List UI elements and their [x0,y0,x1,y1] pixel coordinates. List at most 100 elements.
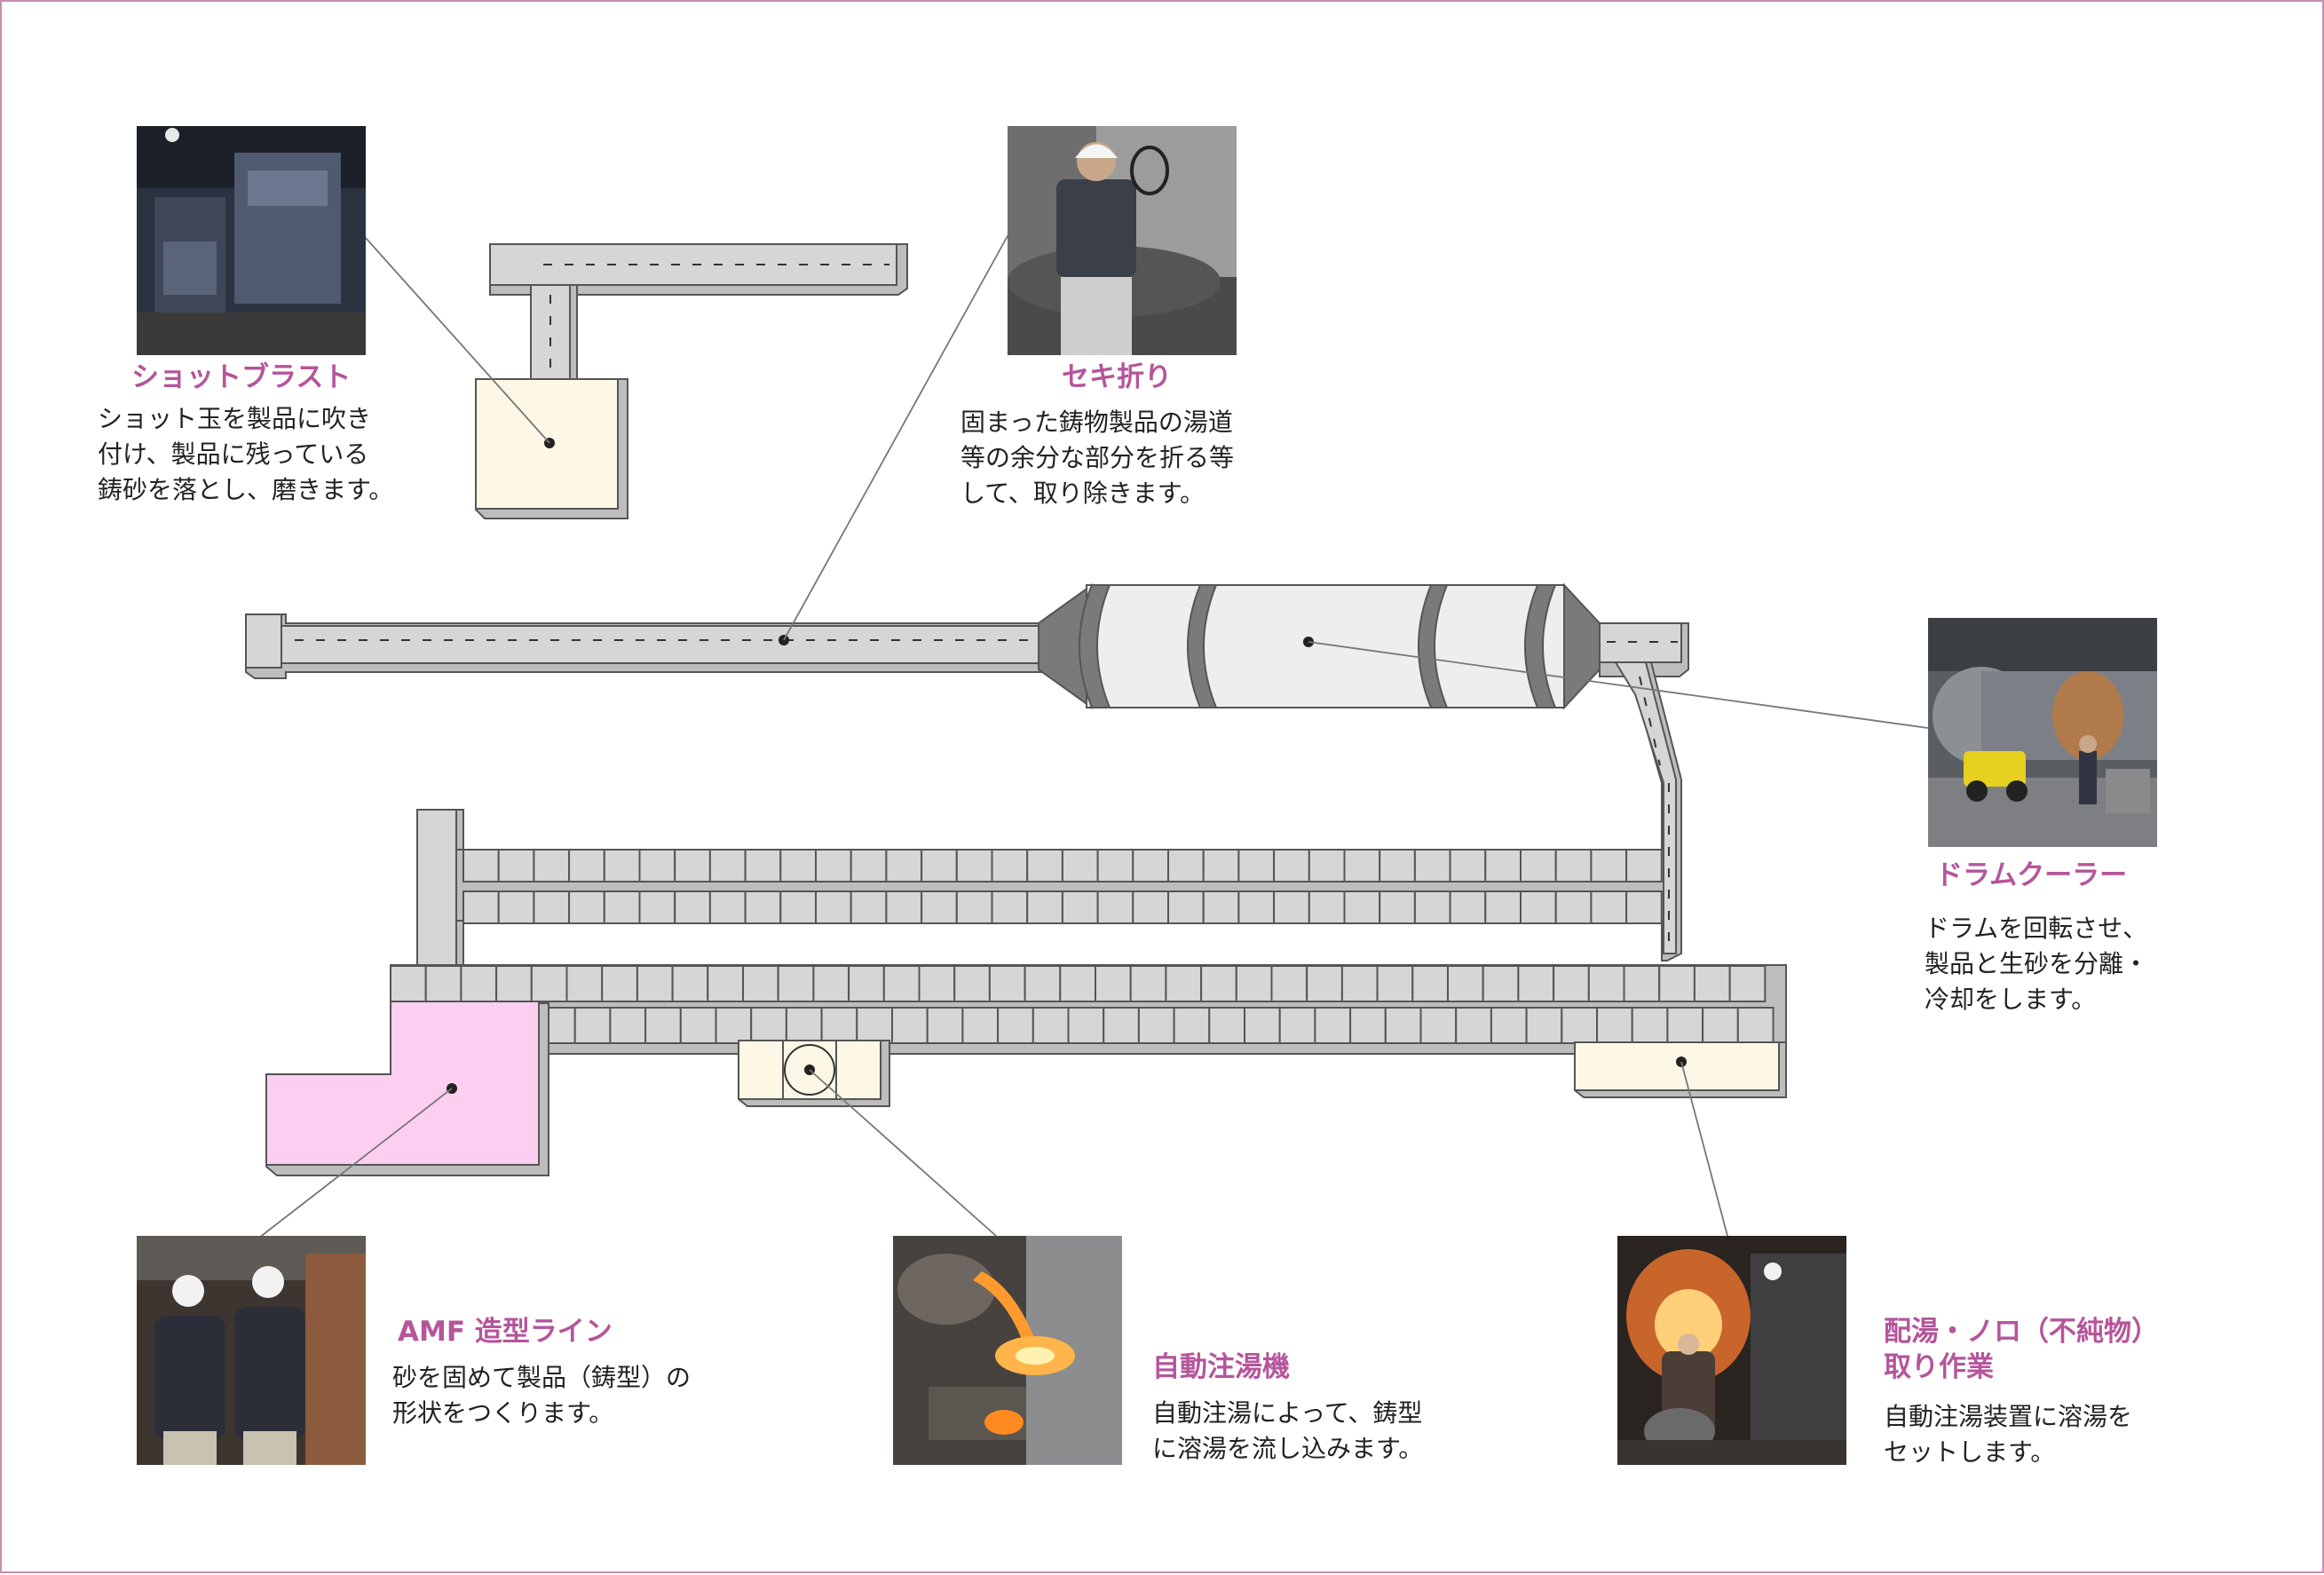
shot-blast-conveyor [489,243,908,390]
conveyor-segment [1384,1007,1422,1044]
conveyor-segment [1208,1007,1246,1044]
conveyor-segment [530,965,568,1002]
conveyor-segment [495,965,533,1002]
conveyor-segment [1237,890,1276,924]
ladle-title: 配湯・ノロ（不純物） 取り作業 [1884,1316,2159,1383]
conveyor-segment [1308,890,1346,924]
conveyor-segment [638,890,676,924]
conveyor-segment [1132,849,1170,882]
conveyor-segment [1596,1007,1633,1044]
conveyor-segment [1631,1007,1669,1044]
molding-line-rows [390,964,1787,1055]
molding-row-lower [539,1007,1775,1044]
conveyor-segment [1270,965,1308,1002]
conveyor-segment [1658,965,1696,1002]
conveyor-segment [1553,965,1590,1002]
conveyor-segment [1103,1007,1140,1044]
conveyor-segment [882,965,921,1002]
conveyor-segment [1024,965,1062,1002]
conveyor-segment [460,965,498,1002]
conveyor-segment [850,890,888,924]
conveyor-segment [497,890,535,924]
conveyor-segment [988,965,1026,1002]
conveyor-segment [708,849,747,882]
conveyor-segment [601,965,638,1002]
conveyor-segment [850,849,888,882]
conveyor-segment [1623,965,1661,1002]
conveyor-segment [1173,1007,1211,1044]
shot-blast-machine [475,378,628,519]
shot-blast-title: ショットブラスト [131,361,352,393]
conveyor-segment [671,965,709,1002]
conveyor-segment [991,890,1029,924]
conveyor-segment [953,965,991,1002]
drum-cooler-forklift-photo [1928,618,2157,847]
conveyor-segment [1061,849,1099,882]
conveyor-segment [707,965,744,1002]
conveyor-segment [815,890,852,924]
conveyor-segment [573,1007,612,1044]
conveyor-segment [1411,965,1450,1002]
conveyor-segment [1306,965,1343,1002]
conveyor-segment [390,965,427,1002]
conveyor-segment [1343,849,1381,882]
molding-line-workers-photo [137,1236,366,1465]
conveyor-segment [1061,890,1099,924]
conveyor-segment [1095,965,1132,1002]
conveyor-segment [1625,890,1663,924]
conveyor-segment [603,849,641,882]
conveyor-segment [1379,849,1416,882]
conveyor-segment [918,965,956,1002]
conveyor-segment [1625,849,1663,882]
cooling-row-lower [462,890,1663,924]
conveyor-segment [785,1007,823,1044]
amf-line-description: 砂を固めて製品（鋳型）の 形状をつくります。 [392,1363,692,1428]
seki-ori-description: 固まった鋳物製品の湯道 等の余分な部分を折る等 して、取り除きます。 [960,408,1235,508]
drum-cooler-title: ドラムクーラー [1935,859,2128,891]
conveyor-segment [1026,849,1063,882]
auto-pour-description: 自動注湯によって、鋳型 に溶湯を流し込みます。 [1152,1398,1424,1463]
conveyor-segment [750,1007,787,1044]
conveyor-segment [1490,1007,1528,1044]
conveyor-segment [1693,965,1731,1002]
conveyor-segment [856,1007,893,1044]
ladle-station [1574,1041,1787,1098]
conveyor-segment [848,965,885,1002]
conveyor-segment [1413,890,1451,924]
conveyor-segment [742,965,779,1002]
conveyor-segment [1273,849,1310,882]
conveyor-segment [1561,1007,1599,1044]
conveyor-segment [1026,890,1063,924]
conveyor-segment [708,890,747,924]
cooling-line-rows [416,809,1664,972]
conveyor-segment [533,890,571,924]
conveyor-segment [779,849,817,882]
conveyor-segment [1167,890,1205,924]
conveyor-segment [1202,890,1240,924]
conveyor-segment [1343,890,1381,924]
conveyor-segment [1067,1007,1105,1044]
conveyor-segment [1349,1007,1387,1044]
conveyor-segment [533,849,571,882]
conveyor-segment [636,965,674,1002]
conveyor-segment [815,849,852,882]
conveyor-segment [1666,1007,1704,1044]
conveyor-segment [644,1007,682,1044]
conveyor-segment [1314,1007,1352,1044]
conveyor-segment [1096,890,1134,924]
auto-pour-title: 自動注湯機 [1152,1351,1290,1383]
conveyor-segment [1590,849,1628,882]
conveyor-segment [1554,849,1593,882]
conveyor-segment [1235,965,1273,1002]
conveyor-segment [1137,1007,1175,1044]
conveyor-segment [424,965,462,1002]
worker-removing-runners-photo [1008,126,1237,355]
conveyor-segment [885,849,923,882]
conveyor-segment [497,849,535,882]
conveyor-segment [777,965,815,1002]
conveyor-segment [462,890,500,924]
conveyor-segment [955,890,993,924]
conveyor-segment [674,849,711,882]
amf-line-title: AMF 造型ライン [398,1316,613,1348]
